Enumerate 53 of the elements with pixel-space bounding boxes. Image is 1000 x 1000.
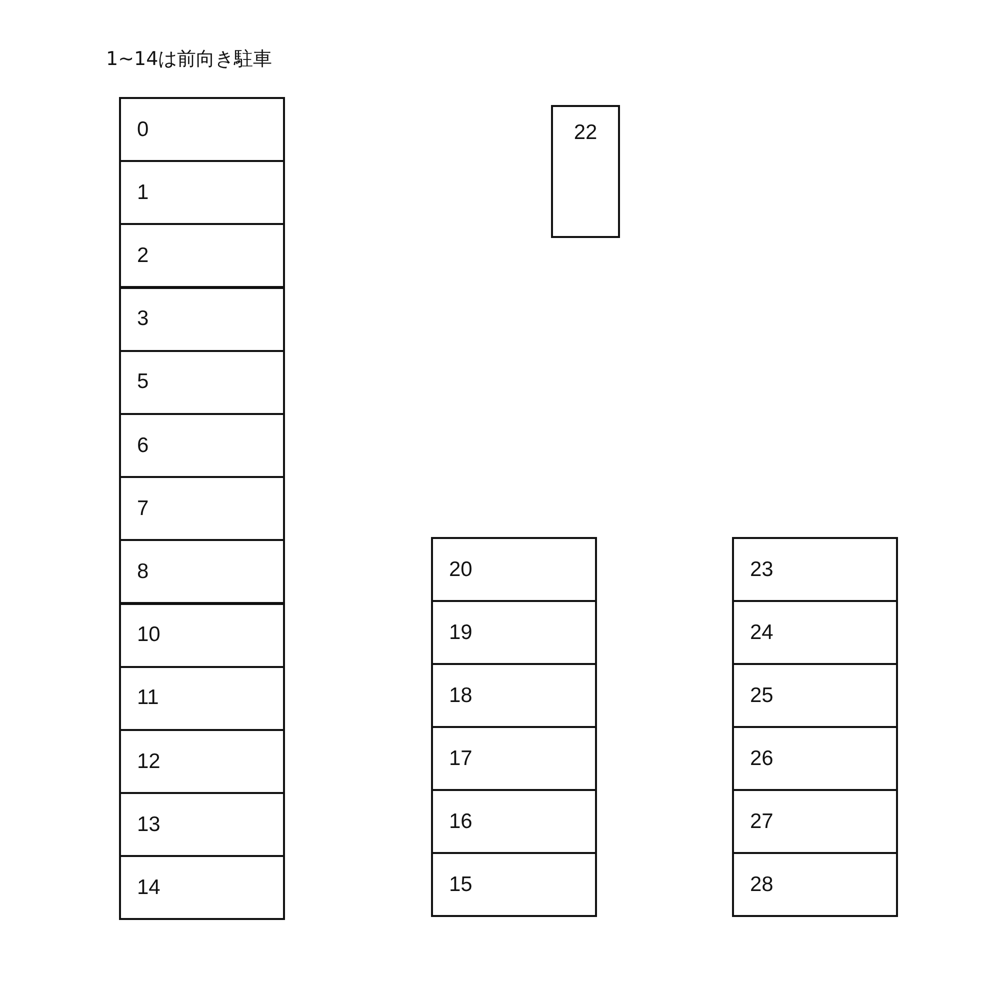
parking-stall <box>119 539 285 604</box>
parking-stall <box>732 852 898 917</box>
stall-number: 26 <box>750 746 774 770</box>
parking-stall <box>431 663 597 728</box>
stall-number: 18 <box>449 684 472 708</box>
stall-number: 14 <box>137 876 160 900</box>
parking-stall <box>119 729 285 794</box>
parking-stall <box>732 726 898 791</box>
parking-stall <box>119 666 285 731</box>
parking-stall <box>119 350 285 415</box>
stall-number: 10 <box>137 623 160 648</box>
stall-number: 5 <box>137 370 149 394</box>
stall-number: 19 <box>449 620 472 644</box>
stall-number: 0 <box>137 118 149 142</box>
parking-stall <box>431 852 597 917</box>
parking-stall <box>119 792 285 858</box>
parking-stall <box>119 223 285 288</box>
parking-stall <box>431 600 597 665</box>
stall-number: 15 <box>449 872 472 896</box>
parking-stall <box>119 476 285 542</box>
stall-number: 8 <box>137 560 149 584</box>
parking-stall <box>431 789 597 854</box>
stall-number: 12 <box>137 750 160 774</box>
parking-stall <box>732 537 898 602</box>
stall-number: 1 <box>137 180 149 205</box>
parking-stall <box>119 602 285 668</box>
parking-stall <box>551 105 620 238</box>
stall-number: 27 <box>750 810 774 834</box>
stall-number: 2 <box>137 244 149 268</box>
stall-number: 28 <box>750 872 774 896</box>
stall-number: 6 <box>137 434 149 458</box>
title: 1~14は前向き駐車 <box>106 47 272 72</box>
stall-number: 22 <box>574 121 598 145</box>
stall-number: 13 <box>137 812 160 837</box>
parking-stall <box>431 537 597 602</box>
parking-stall <box>119 160 285 226</box>
stall-number: 20 <box>449 558 472 582</box>
parking-stall <box>732 789 898 854</box>
parking-stall <box>732 663 898 728</box>
stall-number: 24 <box>750 620 774 644</box>
parking-stall <box>732 600 898 665</box>
stall-number: 23 <box>750 558 774 582</box>
parking-stall <box>119 286 285 352</box>
stall-number: 17 <box>449 746 472 770</box>
stall-number: 25 <box>750 684 774 708</box>
stall-number: 16 <box>449 810 472 834</box>
parking-stall <box>119 413 285 478</box>
parking-stall <box>119 97 285 162</box>
stall-number: 3 <box>137 307 149 332</box>
stall-number: 11 <box>137 686 159 710</box>
parking-stall <box>119 855 285 920</box>
stall-number: 7 <box>137 496 149 521</box>
parking-stall <box>431 726 597 791</box>
